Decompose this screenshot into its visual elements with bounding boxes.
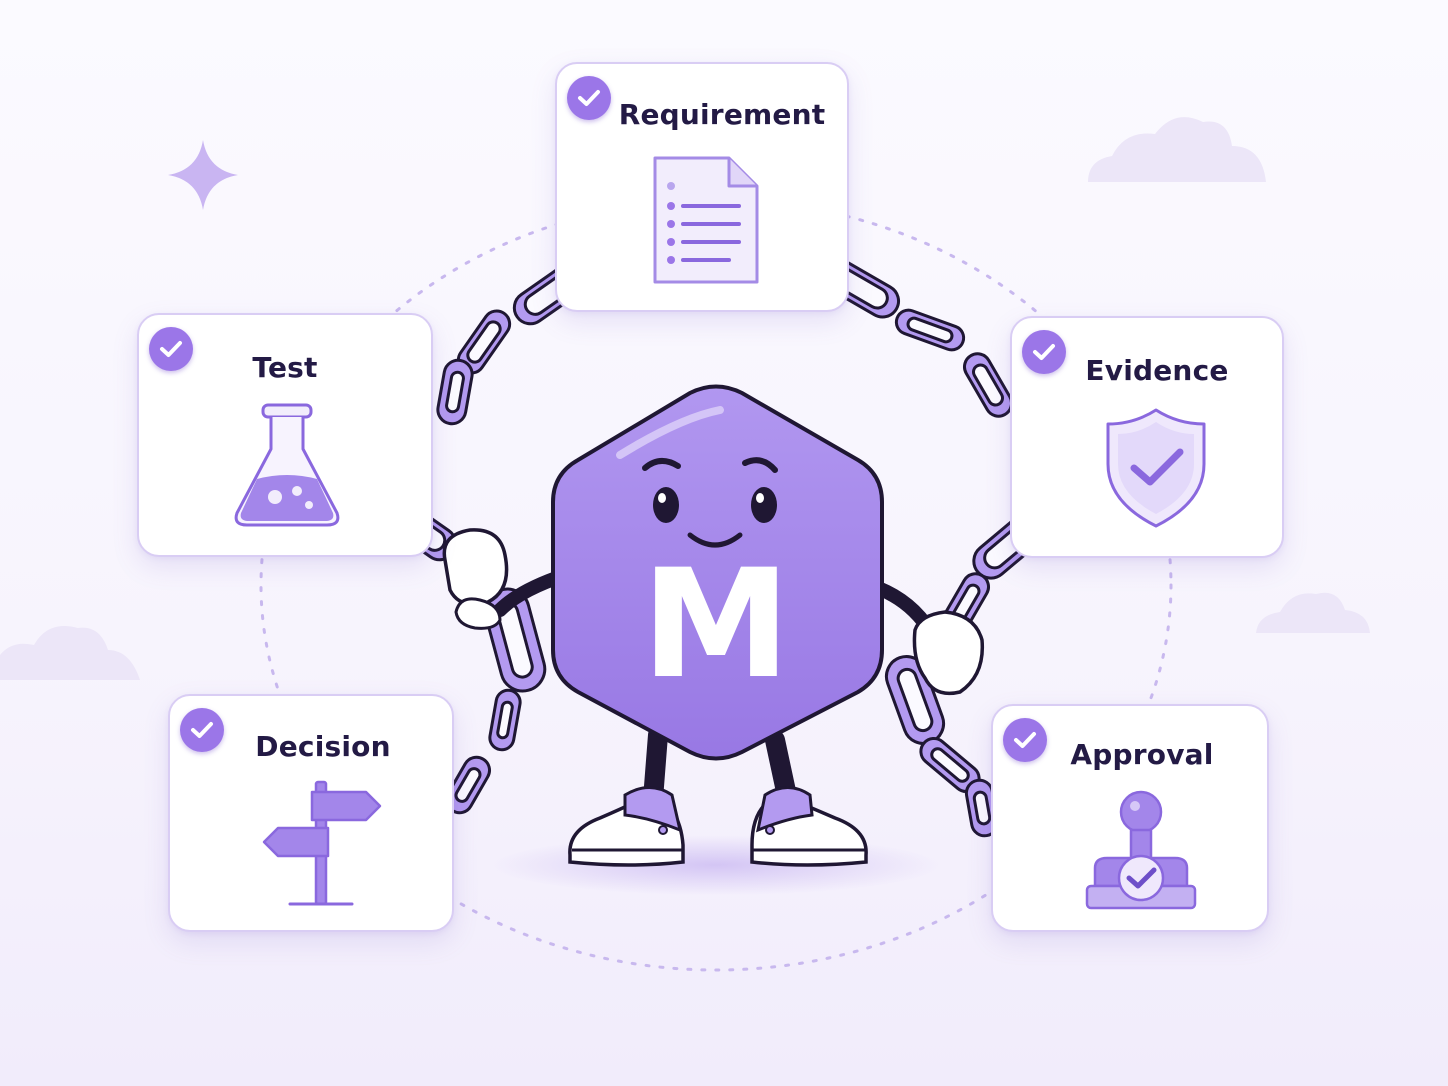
card-evidence-label: Evidence bbox=[1085, 354, 1229, 387]
mascot-shadow bbox=[491, 835, 941, 895]
shield-check-icon bbox=[1106, 408, 1206, 528]
card-requirement[interactable]: Requirement bbox=[555, 62, 849, 312]
check-icon bbox=[1003, 718, 1047, 762]
cloud-left bbox=[0, 626, 140, 680]
card-approval[interactable]: Approval bbox=[991, 704, 1269, 932]
mascot-left-glove bbox=[442, 528, 509, 630]
cloud-top-right bbox=[1088, 117, 1266, 182]
mascot-right-glove bbox=[912, 610, 985, 696]
mascot-smile bbox=[687, 532, 743, 548]
orbit-ring bbox=[259, 198, 1173, 972]
mascot bbox=[442, 384, 985, 867]
check-icon bbox=[180, 708, 224, 752]
card-test[interactable]: Test bbox=[137, 313, 433, 557]
card-decision[interactable]: Decision bbox=[168, 694, 454, 932]
card-decision-label: Decision bbox=[255, 730, 391, 763]
mascot-right-shoe bbox=[750, 786, 868, 867]
flask-icon bbox=[234, 403, 340, 527]
cloud-mid-right bbox=[1256, 592, 1370, 633]
document-icon bbox=[653, 156, 759, 284]
signpost-icon bbox=[262, 780, 382, 906]
mascot-right-eye bbox=[751, 487, 777, 523]
mascot-right-brow bbox=[742, 457, 778, 473]
check-icon bbox=[567, 76, 611, 120]
check-icon bbox=[1022, 330, 1066, 374]
card-approval-label: Approval bbox=[1070, 738, 1214, 771]
mascot-left-eye bbox=[653, 487, 679, 523]
mascot-highlight bbox=[616, 406, 724, 459]
mascot-left-brow bbox=[642, 458, 681, 471]
mascot-letter: M bbox=[641, 538, 790, 712]
sparkle-icon bbox=[168, 140, 238, 210]
card-requirement-label: Requirement bbox=[618, 98, 826, 131]
card-evidence[interactable]: Evidence bbox=[1010, 316, 1284, 558]
stamp-icon bbox=[1085, 790, 1197, 910]
mascot-left-shoe bbox=[568, 786, 685, 867]
card-test-label: Test bbox=[252, 351, 318, 384]
mascot-body bbox=[551, 384, 884, 761]
check-icon bbox=[149, 327, 193, 371]
